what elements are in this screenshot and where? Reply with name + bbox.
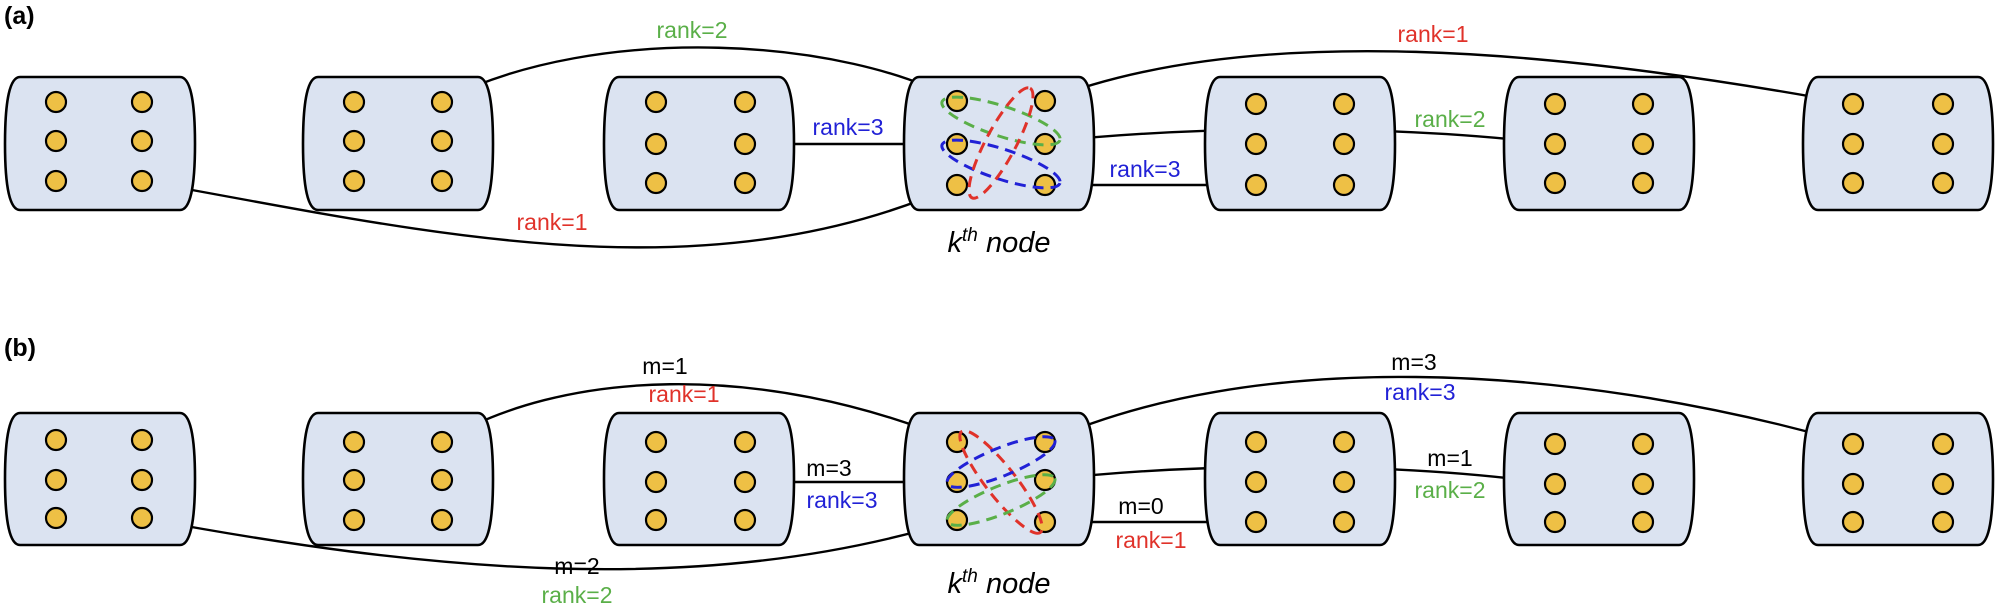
label-b-right-top-rank: rank=3 (1385, 379, 1456, 405)
label-b-left-top-m: m=1 (642, 353, 687, 379)
label-b-left-bot-rank: rank=2 (542, 582, 613, 607)
node-b7 (1801, 411, 1995, 547)
node-b2 (301, 411, 495, 547)
kth-node-caption-a: kth node (948, 225, 1051, 259)
edge-a-left-bot (141, 179, 958, 249)
node-b-kth (902, 411, 1096, 547)
label-a-right-top: rank=1 (1398, 21, 1469, 47)
label-a-right-bot: rank=3 (1110, 156, 1181, 182)
edge-b-left-bot (141, 516, 958, 571)
label-b-left-top-rank: rank=1 (649, 381, 720, 407)
label-b-right-top-m: m=3 (1391, 349, 1436, 375)
node-a1 (3, 75, 197, 212)
label-a-left-mid: rank=3 (813, 114, 884, 140)
label-b-right-mid-m: m=1 (1427, 445, 1472, 471)
edge-b-right-top (1044, 375, 1854, 446)
label-b-left-mid-m: m=3 (806, 455, 851, 481)
edge-a-right-top (1044, 49, 1854, 106)
node-a2 (301, 75, 495, 212)
node-b1 (3, 411, 197, 547)
node-b6 (1502, 411, 1696, 547)
edge-b-left-top (441, 383, 958, 444)
node-a7 (1801, 75, 1995, 212)
label-a-left-top: rank=2 (657, 17, 728, 43)
pair-b-blue (945, 435, 1057, 489)
label-a-right-mid: rank=2 (1415, 106, 1486, 132)
node-a6 (1502, 75, 1696, 212)
panel-b: m=1 rank=1 m=3 rank=3 m=2 rank=2 m=3 ran… (3, 349, 1995, 607)
label-a-left-bot: rank=1 (517, 209, 588, 235)
panel-a: rank=2 rank=3 rank=1 rank=1 rank=2 rank=… (3, 17, 1995, 259)
pair-a-blue (940, 138, 1062, 190)
panel-a-label: (a) (4, 2, 35, 30)
node-b3 (602, 411, 796, 547)
kth-node-caption-b: kth node (948, 566, 1051, 600)
node-a5 (1203, 75, 1397, 212)
node-b5 (1203, 411, 1397, 547)
label-b-right-bot-rank: rank=1 (1116, 527, 1187, 553)
label-b-right-bot-m: m=0 (1118, 493, 1163, 519)
edge-a-left-top (441, 46, 958, 103)
panel-b-label: (b) (4, 334, 36, 362)
pair-b-green (945, 473, 1057, 527)
node-a3 (602, 75, 796, 212)
node-a-kth (902, 75, 1096, 212)
label-b-left-mid-rank: rank=3 (807, 487, 878, 513)
label-b-right-mid-rank: rank=2 (1415, 477, 1486, 503)
label-b-left-bot-m: m=2 (554, 553, 599, 579)
pair-a-green (940, 95, 1062, 147)
